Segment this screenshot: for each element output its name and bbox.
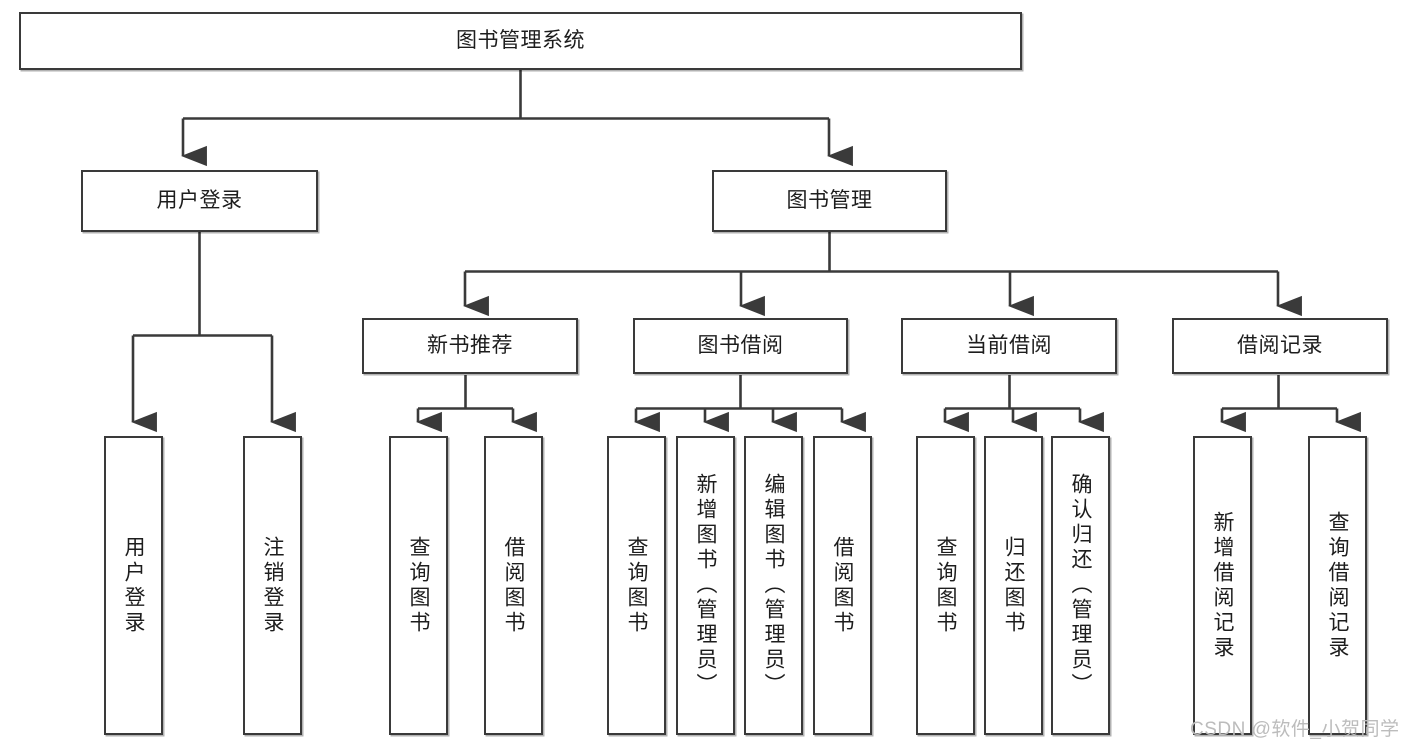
node-label: 新增借阅记录 [1211,510,1234,661]
node-leaf-logout[interactable]: 注销登录 [243,436,302,735]
node-leaf-add-record[interactable]: 新增借阅记录 [1193,436,1252,735]
node-new-book-recommend[interactable]: 新书推荐 [362,318,578,374]
node-leaf-confirm-return[interactable]: 确认归还（管理员） [1051,436,1110,735]
node-label: 查询图书 [934,535,957,636]
node-label: 图书借阅 [697,333,784,357]
node-label: 当前借阅 [966,333,1052,357]
node-label: 归还图书 [1002,535,1025,636]
node-leaf-user-login[interactable]: 用户登录 [104,436,163,735]
node-label: 查询图书 [407,535,430,636]
node-label: 编辑图书（管理员） [762,473,785,698]
node-book-management-system[interactable]: 图书管理系统 [19,12,1022,70]
node-label: 查询图书 [625,535,648,636]
node-leaf-add-book[interactable]: 新增图书（管理员） [676,436,735,735]
node-borrow-record[interactable]: 借阅记录 [1172,318,1388,374]
node-label: 用户登录 [156,188,243,212]
node-book-management[interactable]: 图书管理 [712,170,947,232]
node-label: 确认归还（管理员） [1069,473,1092,698]
node-label: 借阅记录 [1237,333,1323,357]
node-leaf-query-book-3[interactable]: 查询图书 [916,436,975,735]
node-label: 借阅图书 [831,535,854,636]
node-leaf-borrow-book-1[interactable]: 借阅图书 [484,436,543,735]
node-label: 查询借阅记录 [1326,510,1349,661]
node-leaf-query-record[interactable]: 查询借阅记录 [1308,436,1367,735]
node-label: 新书推荐 [427,333,513,357]
node-leaf-edit-book[interactable]: 编辑图书（管理员） [744,436,803,735]
node-label: 新增图书（管理员） [694,473,717,698]
node-book-borrow[interactable]: 图书借阅 [633,318,848,374]
node-label: 注销登录 [261,535,284,636]
csdn-watermark: CSDN @软件_小贺同学 [1190,719,1400,740]
node-leaf-query-book-2[interactable]: 查询图书 [607,436,666,735]
node-label: 借阅图书 [502,535,525,636]
node-leaf-return-book[interactable]: 归还图书 [984,436,1043,735]
node-leaf-borrow-book-2[interactable]: 借阅图书 [813,436,872,735]
node-label: 图书管理 [786,188,873,212]
node-current-borrow[interactable]: 当前借阅 [901,318,1117,374]
node-user-login[interactable]: 用户登录 [81,170,318,232]
node-label: 图书管理系统 [456,28,585,52]
node-leaf-query-book-1[interactable]: 查询图书 [389,436,448,735]
node-label: 用户登录 [122,535,145,636]
